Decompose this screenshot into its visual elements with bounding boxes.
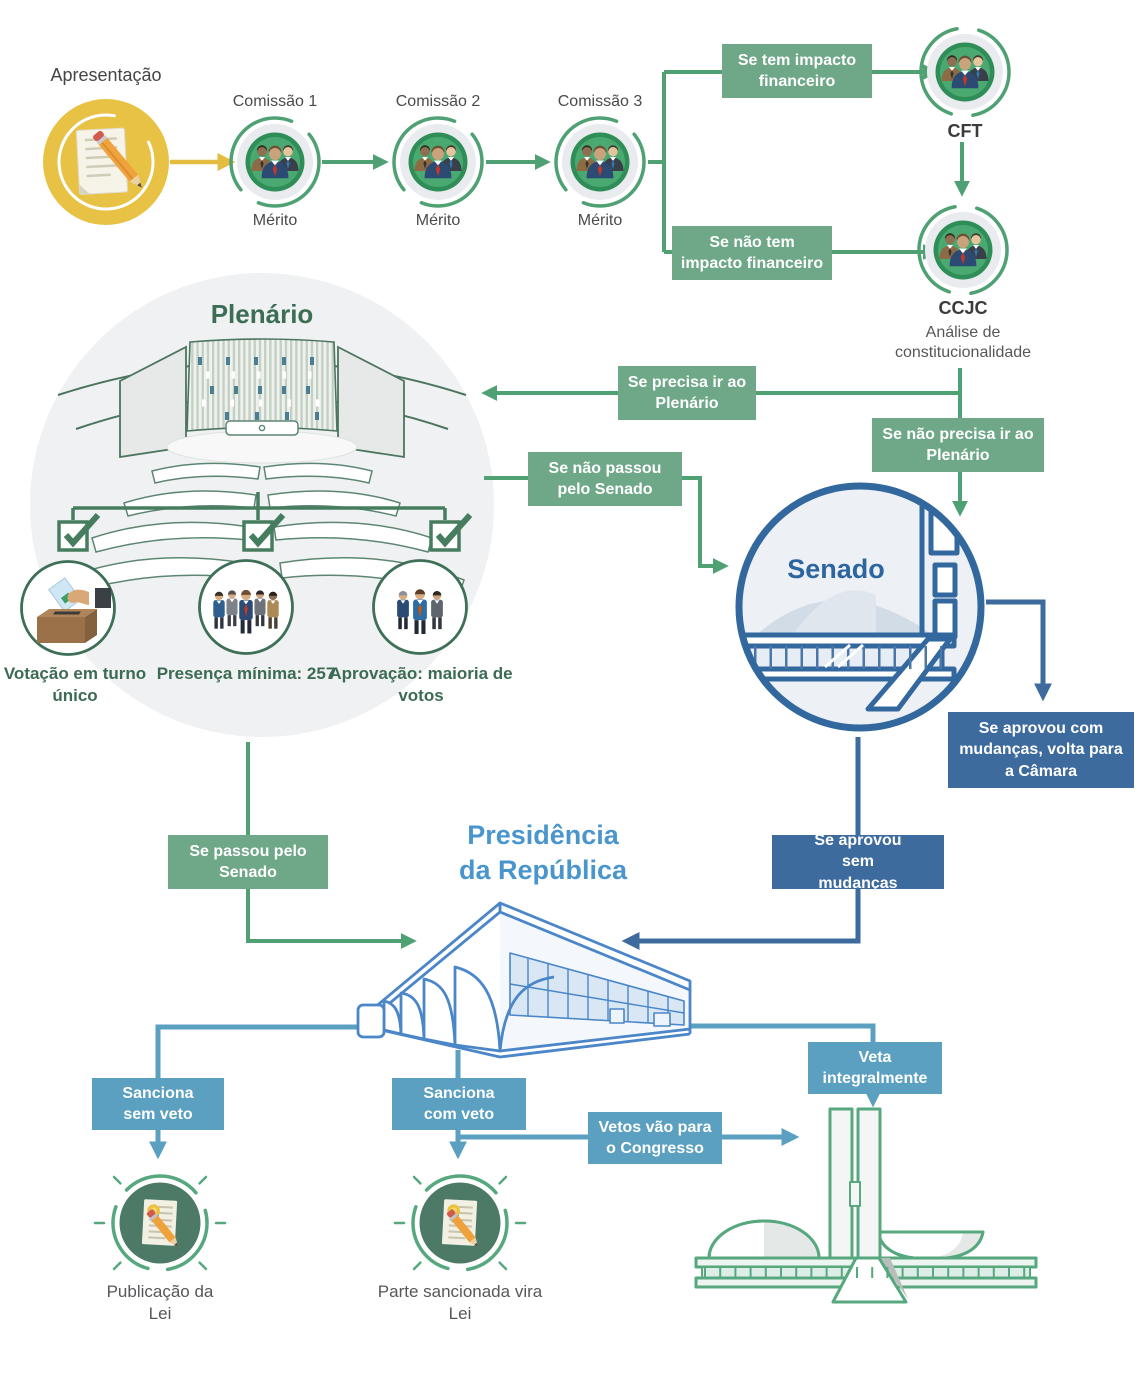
decision-nao-tem-impacto: Se não tem impacto financeiro — [672, 226, 832, 280]
decision-nao-precisa-plenario: Se não precisa ir ao Plenário — [872, 418, 1044, 472]
decision-sanciona-sem-veto: Sanciona sem veto — [92, 1078, 224, 1130]
decision-nao-passou-senado: Se não passou pelo Senado — [528, 452, 682, 506]
majority-people-icon — [372, 559, 468, 655]
decision-aprovou-com-mudancas: Se aprovou com mudanças, volta para a Câ… — [948, 712, 1134, 788]
decision-veta-integralmente: Veta integralmente — [808, 1042, 942, 1094]
presidencia-title: Presidência da República — [458, 820, 628, 886]
committee-1-sublabel: Mérito — [252, 212, 298, 229]
committee-2-label: Comissão 2 — [395, 93, 481, 110]
committee-2-icon — [392, 116, 484, 208]
decision-precisa-plenario: Se precisa ir ao Plenário — [618, 366, 756, 420]
ballot-box-icon — [20, 560, 116, 656]
parte-sancionada-label: Parte sancionada vira Lei — [377, 1282, 543, 1324]
requirement-quorum-label: Presença mínima: 257 — [156, 664, 336, 683]
committee-3-sublabel: Mérito — [577, 212, 623, 229]
cft-label: CFT — [947, 121, 983, 141]
ccjc-committee-icon — [917, 204, 1009, 296]
committee-2-sublabel: Mérito — [415, 212, 461, 229]
committee-1-label: Comissão 1 — [232, 93, 318, 110]
law-certificate-icon — [393, 1174, 527, 1272]
planalto-palace-illustration — [356, 901, 692, 1059]
checkbox-icon — [57, 512, 103, 554]
cft-committee-icon — [919, 26, 1011, 118]
decision-vetos-congresso: Vetos vão para o Congresso — [588, 1112, 722, 1164]
requirement-voting-label: Votação em turno único — [3, 664, 147, 706]
committee-1-icon — [229, 116, 321, 208]
committee-3-label: Comissão 3 — [557, 93, 643, 110]
ccjc-sublabel: Análise de constitucionalidade — [894, 324, 1032, 361]
decision-passou-senado: Se passou pelo Senado — [168, 835, 328, 889]
decision-aprovou-sem-mudancas: Se aprovou sem mudanças — [772, 832, 944, 892]
quorum-people-icon — [198, 559, 294, 655]
senate-building-illustration — [735, 482, 985, 732]
requirement-majority-label: Aprovação: maioria de votos — [329, 664, 513, 706]
document-pencil-icon — [43, 99, 169, 225]
publicacao-label: Publicação da Lei — [106, 1282, 214, 1324]
plenario-title: Plenário — [210, 299, 314, 329]
congress-building-illustration — [694, 1107, 1038, 1304]
start-label: Apresentação — [50, 65, 162, 85]
committee-3-icon — [554, 116, 646, 208]
checkbox-icon — [242, 512, 288, 554]
decision-sanciona-com-veto: Sanciona com veto — [392, 1078, 526, 1130]
ccjc-label: CCJC — [938, 298, 988, 318]
decision-tem-impacto: Se tem impacto financeiro — [722, 44, 872, 98]
checkbox-icon — [429, 512, 475, 554]
senado-title: Senado — [787, 554, 885, 584]
law-certificate-icon — [93, 1174, 227, 1272]
